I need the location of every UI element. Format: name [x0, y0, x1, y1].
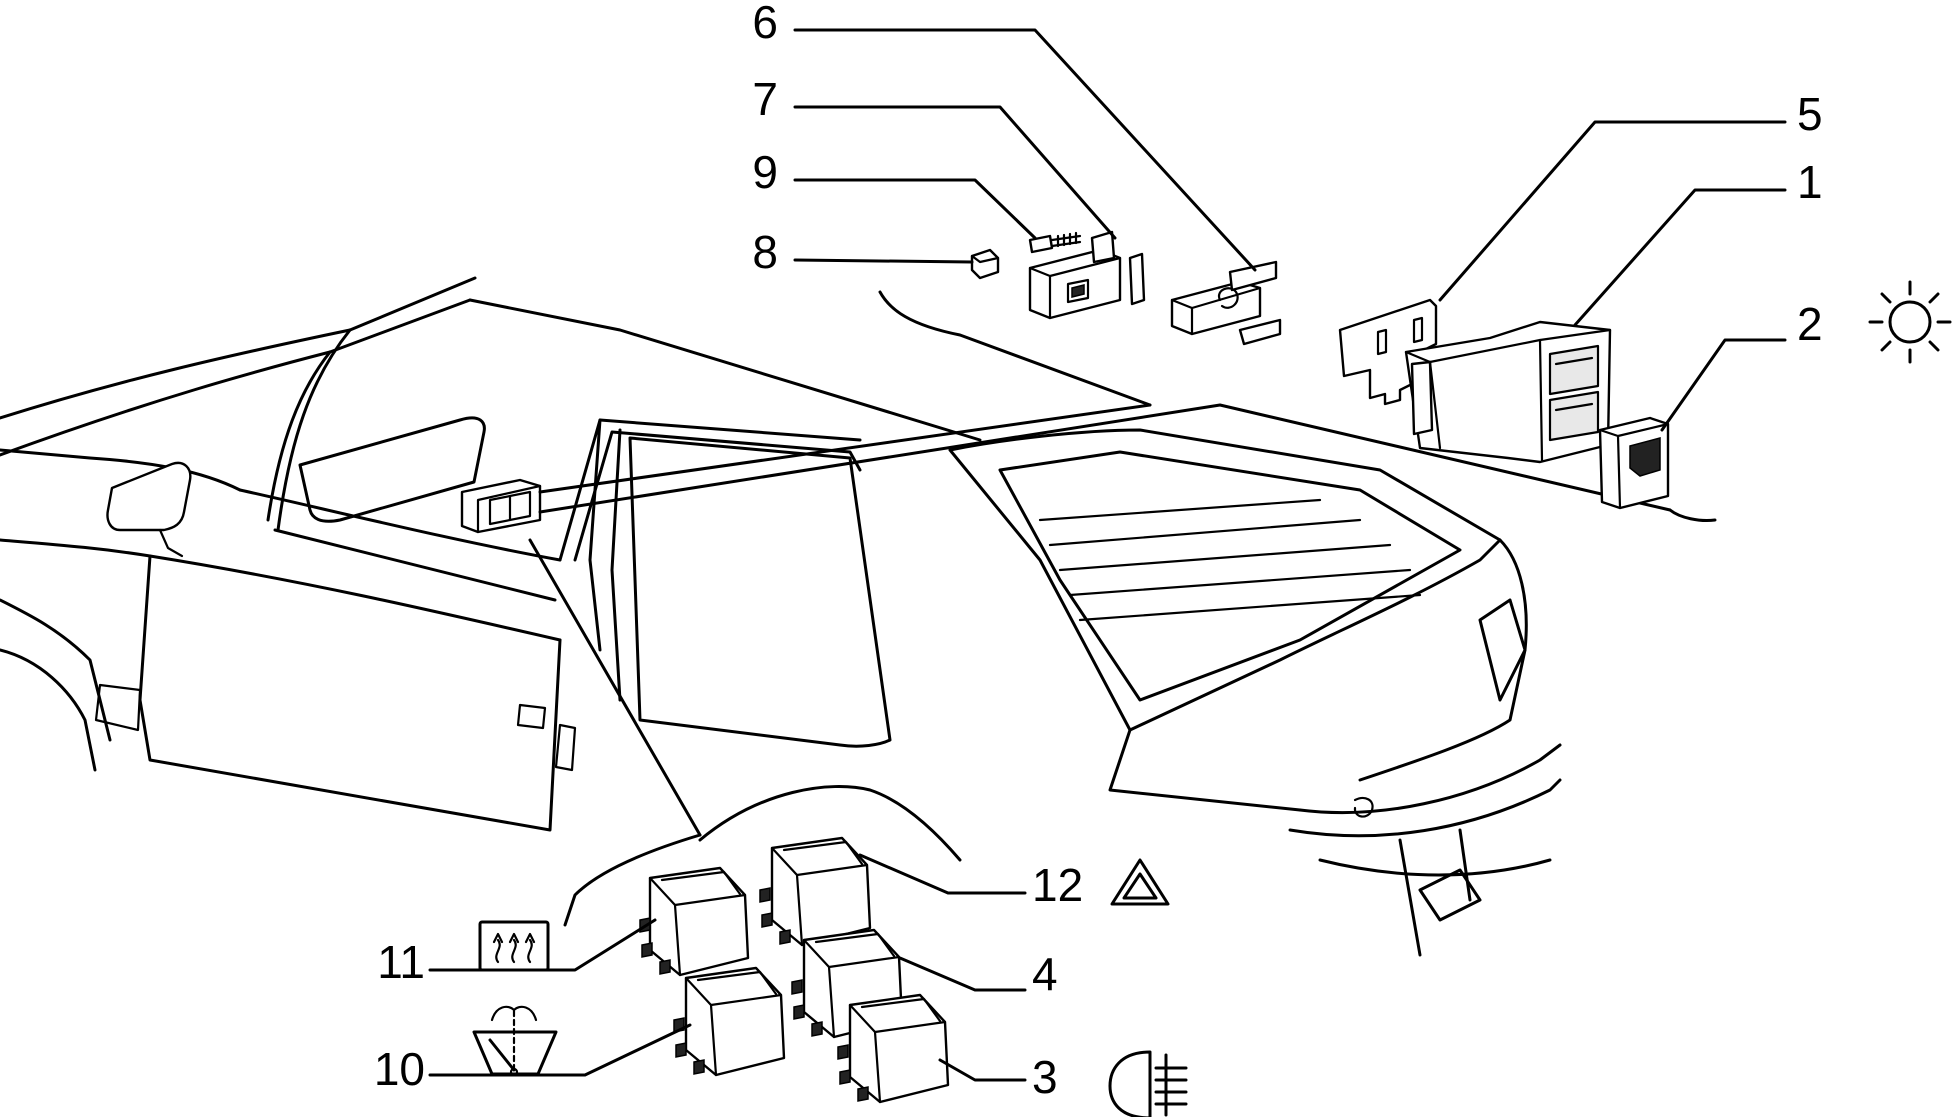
car-body-illustration [0, 276, 1562, 957]
leader-lines [528, 290, 1717, 927]
callout-6: 6 [752, 0, 778, 48]
relay-11 [639, 866, 750, 977]
callout-5: 5 [1797, 88, 1823, 140]
hazard-warning-icon [1110, 858, 1170, 906]
rear-window-heater-icon [478, 920, 550, 972]
callout-3: 3 [1032, 1051, 1058, 1103]
relay-3 [837, 993, 950, 1104]
part-1-relay-holder [1404, 320, 1612, 464]
relay-10 [673, 966, 786, 1077]
callout-2: 2 [1797, 298, 1823, 350]
interior-light-icon [1868, 280, 1952, 364]
part-2-switch [1598, 416, 1670, 510]
callout-8: 8 [752, 226, 778, 278]
part-6-connector [1170, 260, 1282, 346]
callout-leaders [428, 28, 1787, 1082]
callout-9: 9 [752, 146, 778, 198]
relay-box-location [460, 478, 542, 534]
callout-4: 4 [1032, 948, 1058, 1000]
callout-10: 10 [374, 1043, 425, 1095]
rear-fog-light-icon [1108, 1050, 1188, 1117]
windscreen-washer-icon [472, 1005, 558, 1077]
part-8-plug [970, 248, 1000, 280]
part-7-connector [1028, 230, 1146, 320]
callout-12: 12 [1032, 859, 1083, 911]
part-9-screw [1028, 231, 1082, 254]
callout-1: 1 [1797, 156, 1823, 208]
callout-11: 11 [377, 936, 425, 988]
relay-12 [759, 836, 872, 947]
callout-7: 7 [752, 73, 778, 125]
